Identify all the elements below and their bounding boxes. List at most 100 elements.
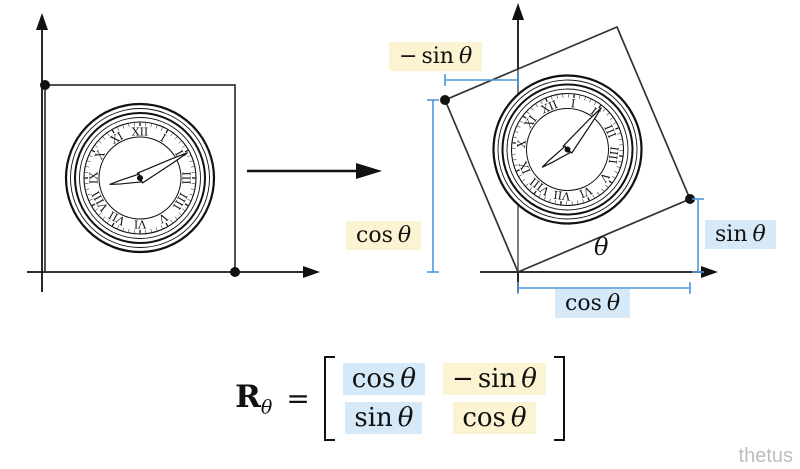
clock-tick	[540, 101, 543, 105]
clock-tick	[606, 113, 610, 116]
clock-tick	[525, 183, 529, 186]
clock-tick	[577, 200, 579, 204]
clock-tick	[91, 203, 96, 207]
variable-theta: θ	[521, 364, 537, 394]
x-axis-arrowhead-icon	[303, 266, 320, 278]
y-axis-arrowhead-icon	[512, 3, 524, 20]
corner-dot-neg-sin-cos	[440, 95, 450, 105]
watermark: thetus	[738, 445, 793, 467]
clock-tick	[582, 199, 584, 203]
clock-tick	[589, 99, 592, 103]
clock-tick	[91, 149, 96, 153]
clock-numeral: IIII	[606, 146, 621, 165]
clock-tick	[111, 222, 115, 227]
clock-tick	[98, 140, 102, 144]
minus-sign: −	[399, 44, 418, 69]
clock-tick	[549, 198, 551, 202]
clock-tick	[117, 225, 120, 229]
matrix-symbol-R: R	[235, 378, 261, 415]
clock-tick	[531, 107, 534, 111]
x-axis-arrowhead-icon	[701, 266, 718, 278]
clock-tick	[615, 127, 619, 130]
clock-tick	[592, 194, 595, 198]
clock-tick	[517, 125, 521, 128]
clock-tick	[584, 97, 586, 101]
clock-tick	[522, 179, 526, 182]
clock-ring	[83, 121, 197, 235]
clock-tick	[155, 125, 158, 129]
clock-ring	[510, 92, 625, 207]
clock-numeral: XII	[132, 126, 149, 139]
function-name: sin	[477, 364, 517, 394]
clock-tick	[89, 155, 93, 158]
variable-theta: θ	[397, 223, 412, 248]
right-bracket	[553, 356, 565, 441]
clock-tick	[181, 208, 185, 211]
clock-ring	[98, 136, 182, 220]
clock-tick	[616, 166, 620, 168]
clock-tick	[578, 95, 581, 99]
clock-ring	[74, 112, 206, 244]
clock-numeral: I	[158, 131, 168, 144]
y-axis-arrowhead-icon	[36, 13, 48, 30]
equals-sign: =	[286, 382, 310, 415]
clock-tick	[566, 201, 567, 205]
variable-theta: θ	[400, 364, 417, 394]
clock-tick	[597, 191, 600, 195]
corner-dot-cos-sin	[685, 194, 695, 204]
clock-numeral: IX	[88, 172, 101, 184]
clock-tick	[181, 145, 185, 148]
clock-tick	[87, 193, 91, 196]
function-name: sin	[354, 403, 393, 433]
minus-sign: −	[452, 364, 474, 394]
clock-tick	[535, 104, 538, 108]
clock-tick	[522, 115, 527, 119]
clock-tick	[102, 136, 106, 140]
clock-tick	[513, 136, 517, 139]
clock-numeral: IX	[517, 159, 534, 175]
clock-tick	[551, 96, 553, 100]
clock-tick	[529, 187, 533, 191]
clock-tick	[611, 176, 616, 179]
clock-ring	[501, 83, 634, 216]
rotated-unit-square	[443, 25, 692, 274]
clock-tick	[187, 155, 191, 158]
matrix-subscript-theta: θ	[260, 396, 273, 419]
variable-theta: θ	[397, 403, 414, 433]
clock-tick	[107, 133, 110, 137]
clock-tick	[122, 227, 125, 231]
clock-tick	[190, 188, 195, 190]
clock-tick	[95, 145, 99, 148]
clock-tick	[128, 123, 130, 128]
clock-tick	[609, 117, 613, 120]
variable-theta: θ	[752, 222, 766, 247]
clock-tick	[512, 153, 516, 155]
clock-tick	[587, 197, 590, 201]
clock-tick	[187, 198, 191, 201]
clock-tick	[619, 155, 623, 157]
clock-tick	[178, 140, 182, 144]
clock-tick	[612, 122, 616, 125]
clock-tick	[85, 166, 90, 168]
clock-tick	[618, 138, 622, 140]
clock-minute-hand	[562, 107, 602, 154]
clock-tick	[568, 94, 569, 98]
clock-tick	[111, 129, 115, 134]
clock-tick	[184, 203, 189, 207]
clock-ring	[70, 108, 210, 248]
clock-tick	[601, 188, 604, 192]
clock-ring	[497, 79, 638, 220]
clock-tick	[556, 95, 558, 99]
clock-tick	[614, 171, 618, 174]
clock-numeral: III	[180, 171, 193, 184]
clock-tick	[165, 129, 169, 134]
